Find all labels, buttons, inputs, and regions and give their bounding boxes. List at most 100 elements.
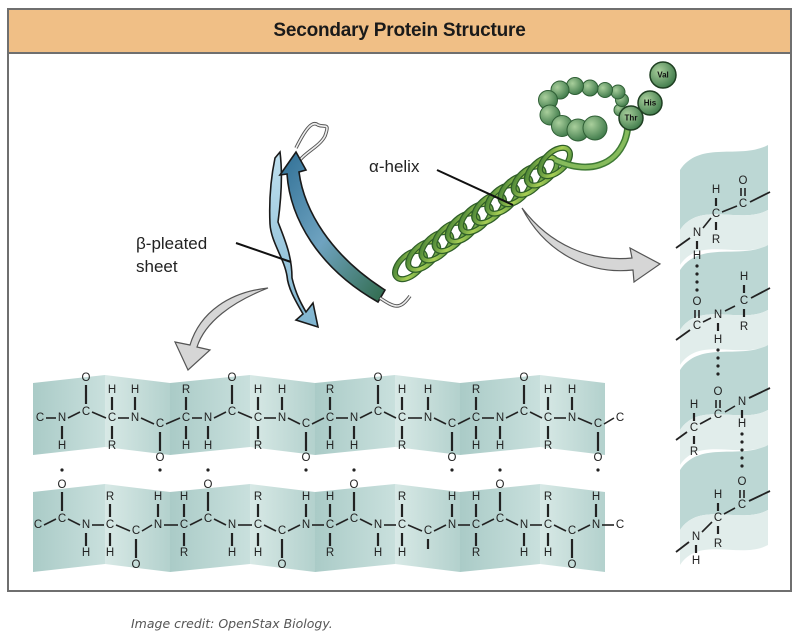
pleat-plane [395,484,460,572]
beta-sheet-label-line2: sheet [136,257,178,276]
bond [115,524,131,532]
bond [702,217,712,229]
hydrogen-bond-dot [716,364,720,368]
substituent-atom: O [739,175,748,187]
alpha-helix-label: α-helix [369,157,420,176]
substituent-atom: H [374,547,382,559]
pleat-plane [540,484,605,572]
bond [481,518,495,526]
pleat-plane [315,484,395,572]
hydrogen-bond-dot [716,356,720,360]
backbone-atom: C [254,519,262,531]
substituent-atom: H [714,489,722,501]
substituent-atom: H [131,384,139,396]
hydrogen-bond-dot [740,432,744,436]
backbone-atom: C [58,513,66,525]
backbone-atom: N [568,412,576,424]
substituent-atom: H [154,491,162,503]
bond [91,411,107,419]
bond [287,524,301,532]
substituent-atom: O [132,559,141,571]
bond [407,524,423,532]
beta-strand-2 [278,150,387,304]
substituent-atom: H [326,491,334,503]
backbone-atom: C [350,513,358,525]
backbone-atom: N [302,519,310,531]
backbone-atom: C [568,525,576,537]
hydrogen-bond-dot [716,348,720,352]
bond [724,305,736,312]
beta-sheet-label-line1: β-pleated [136,234,207,253]
helix-ribbon-band [680,445,768,530]
backbone-atom: C [34,519,42,531]
substituent-atom: O [58,479,67,491]
bond [699,417,712,425]
backbone-atom: N [424,412,432,424]
substituent-atom: H [472,440,480,452]
hydrogen-bond-dot [498,468,502,472]
backbone-atom: C [254,412,262,424]
substituent-atom: R [712,234,720,246]
backbone-atom: C [693,320,701,332]
amino-acid-bead-his [637,90,663,116]
bond [311,417,325,425]
substituent-atom: H [520,547,528,559]
substituent-atom: O [278,559,287,571]
backbone-atom: C [714,409,722,421]
backbone-atom: N [278,412,286,424]
pleat-plane [33,484,105,572]
bond [140,417,155,425]
backbone-atom: N [496,412,504,424]
bond [675,541,690,553]
substituent-atom: H [204,440,212,452]
hydrogen-bond-dot [695,272,699,276]
substituent-atom: R [472,547,480,559]
beta-strand-1 [268,150,320,329]
amino-acid-bead-thr [618,105,644,131]
backbone-atom: C [204,513,212,525]
backbone-atom: C [472,412,480,424]
bond [335,518,349,526]
alpha-helix-leader-line [436,169,514,206]
substituent-atom: H [254,547,262,559]
beta-sheet-ribbon [268,122,412,329]
hydrogen-bond-dot [695,288,699,292]
backbone-atom: C [182,412,190,424]
pleat-plane [395,375,460,455]
bond [577,417,593,425]
bond [748,490,771,502]
backbone-atom: N [738,396,746,408]
backbone-atom: C [740,295,748,307]
hydrogen-bond-dot [716,372,720,376]
pleat-plane [315,375,395,455]
bond [165,417,181,425]
substituent-atom: O [714,386,723,398]
substituent-atom: R [690,446,698,458]
substituent-atom: H [690,399,698,411]
bond [43,518,57,526]
bond [359,518,373,526]
substituent-atom: R [254,440,262,452]
bond [724,405,736,413]
backbone-atom: N [154,519,162,531]
substituent-atom: O [374,372,383,384]
backbone-atom: C [616,412,624,424]
backbone-atom: C [374,406,382,418]
pleat-plane [250,484,315,572]
backbone-atom: C [398,519,406,531]
backbone-atom: N [374,519,382,531]
substituent-atom: H [108,384,116,396]
pleat-plane [460,375,540,455]
substituent-atom: H [592,491,600,503]
bond [505,518,519,526]
bond [237,411,253,419]
backbone-atom: N [714,309,722,321]
bond [141,524,153,532]
substituent-atom: H [58,440,66,452]
substituent-atom: H [302,491,310,503]
backbone-atom: C [108,412,116,424]
substituent-atom: O [693,296,702,308]
arrow-to-sheet-detail [173,287,269,371]
bond [577,524,591,532]
